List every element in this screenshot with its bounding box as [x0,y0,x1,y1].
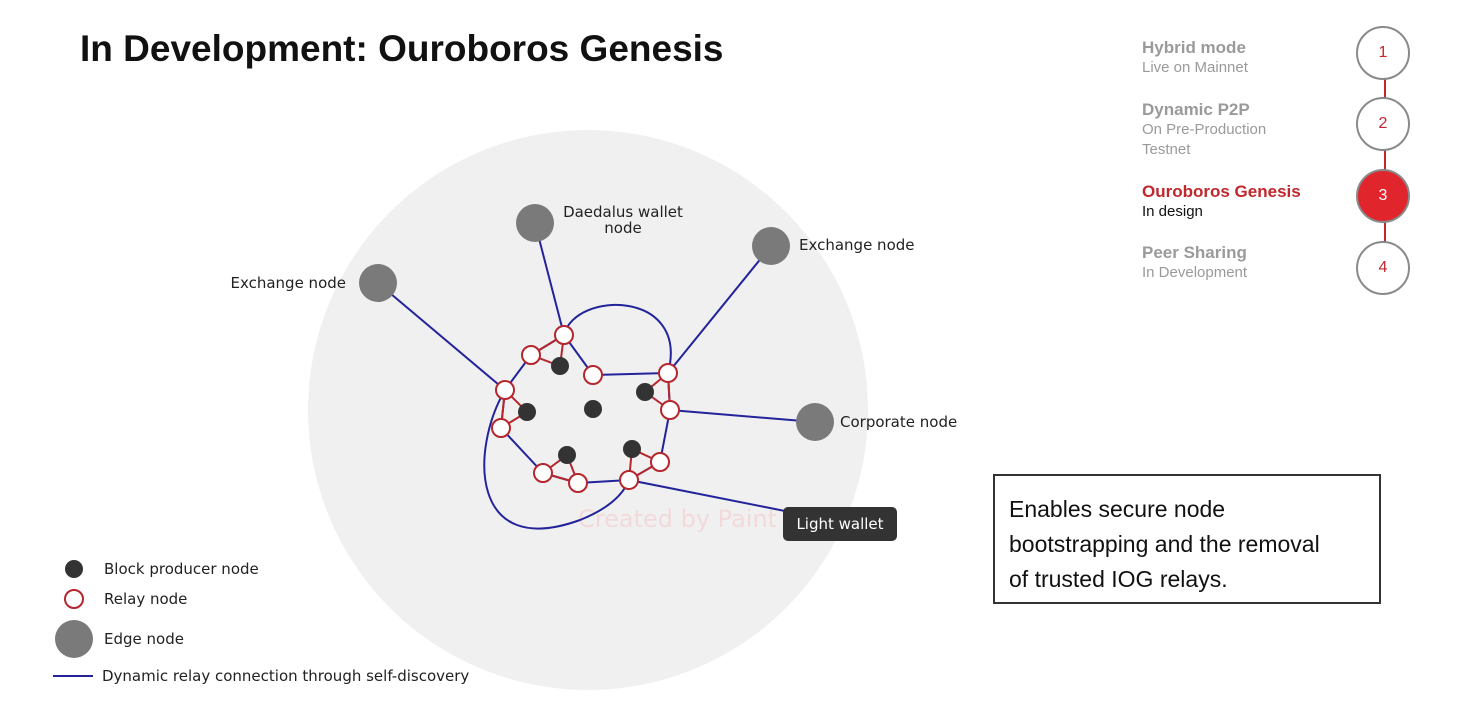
relay-node [583,365,603,385]
step-number-4: 4 [1356,241,1410,295]
block-producer-node [623,440,641,458]
step-subtitle: On Pre-Production [1142,121,1267,138]
info-line: bootstrapping and the removal [1009,531,1320,557]
relay-node [660,400,680,420]
roadmap-step-1: Hybrid mode Live on Mainnet [1142,38,1342,78]
step-subtitle: Testnet [1142,141,1191,158]
block-producer-nodes [518,357,654,464]
step-number-3: 3 [1356,169,1410,223]
legend-relay-icon [64,589,84,609]
edge-node-corporate [796,403,834,441]
legend: Block producer node Relay node Edge node… [53,560,469,685]
label-daedalus-line2: node [604,219,641,237]
legend-edge-icon [55,620,93,658]
relay-triangles [499,333,672,485]
info-line: of trusted IOG relays. [1009,566,1228,592]
step-number-1: 1 [1356,26,1410,80]
legend-connection-label: Dynamic relay connection through self-di… [102,667,469,685]
relay-node [533,463,553,483]
relay-node [521,345,541,365]
roadmap-step-2: Dynamic P2P On Pre-Production Testnet [1142,100,1342,160]
legend-block-producer-icon [65,560,83,578]
block-producer-node [558,446,576,464]
step-title: Ouroboros Genesis [1142,182,1301,201]
label-corporate: Corporate node [840,413,957,431]
info-line: Enables secure node [1009,496,1226,522]
relay-nodes [491,325,680,493]
step-subtitle: In Development [1142,264,1248,281]
block-producer-node [584,400,602,418]
step-title: Dynamic P2P [1142,100,1250,119]
roadmap: Hybrid mode Live on Mainnet 1 Dynamic P2… [1142,26,1442,308]
label-exchange-left: Exchange node [231,274,347,292]
info-box: Enables secure node bootstrapping and th… [993,474,1381,604]
relay-node [495,380,515,400]
relay-node [658,363,678,383]
legend-block-producer-label: Block producer node [104,560,259,578]
step-subtitle: Live on Mainnet [1142,59,1248,76]
edge-node-exchange-right [752,227,790,265]
relay-node [619,470,639,490]
relay-node [650,452,670,472]
page-title: In Development: Ouroboros Genesis [80,28,724,69]
edge-nodes [359,204,834,441]
step-title: Hybrid mode [1142,38,1246,57]
roadmap-step-3: Ouroboros Genesis In design [1142,182,1342,222]
step-number-2: 2 [1356,97,1410,151]
roadmap-line [1384,53,1386,268]
roadmap-step-4: Peer Sharing In Development [1142,243,1342,283]
relay-node [554,325,574,345]
relay-node [491,418,511,438]
edge-node-daedalus [516,204,554,242]
step-title: Peer Sharing [1142,243,1247,262]
label-daedalus-line1: Daedalus wallet [563,203,683,221]
step-subtitle: In design [1142,203,1203,220]
legend-relay-label: Relay node [104,590,187,608]
block-producer-node [518,403,536,421]
block-producer-node [636,383,654,401]
light-wallet-tooltip: Light wallet [783,507,897,541]
label-exchange-right: Exchange node [799,236,915,254]
block-producer-node [551,357,569,375]
edge-node-exchange-left [359,264,397,302]
legend-edge-label: Edge node [104,630,184,648]
relay-node [568,473,588,493]
